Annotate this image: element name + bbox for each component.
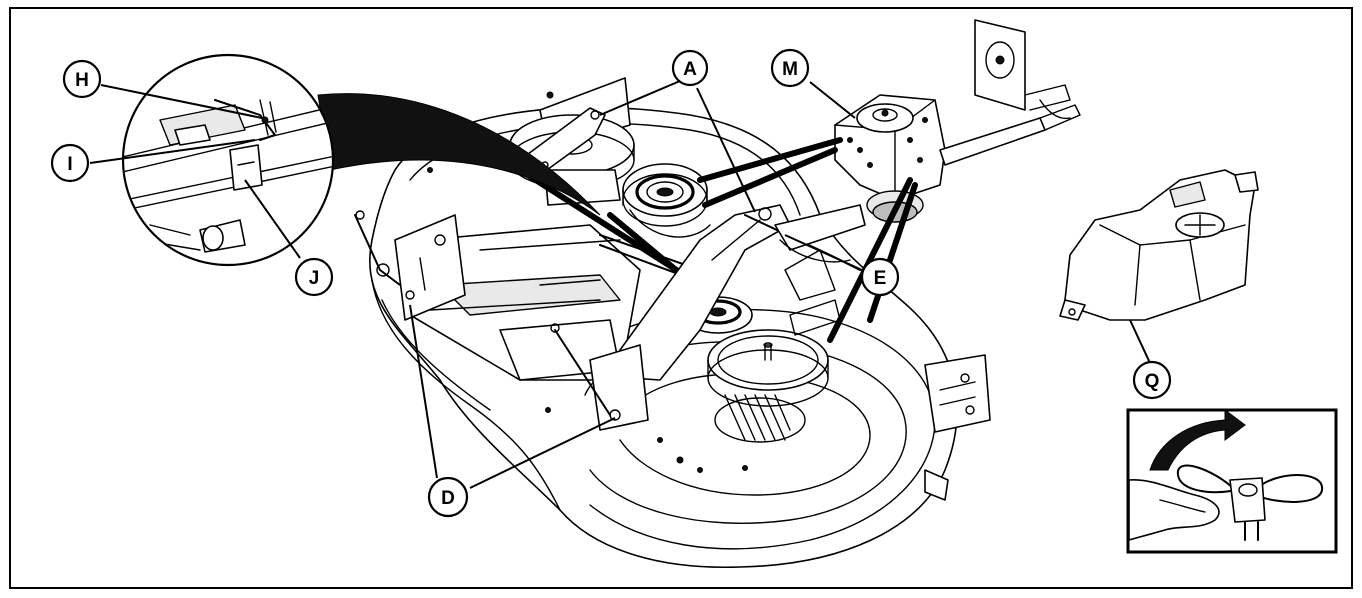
callout-label-e: E	[874, 268, 887, 289]
front-lift-arm	[550, 204, 791, 431]
hairpin-clip-inset	[1126, 408, 1338, 554]
callout-a: A	[671, 49, 709, 87]
left-lift-bracket	[354, 210, 466, 321]
belt-cover-part	[1059, 169, 1259, 321]
callout-label-j: J	[309, 268, 320, 289]
leader-lines	[89, 80, 1151, 489]
callout-d: D	[427, 476, 469, 518]
callout-h: H	[62, 59, 102, 99]
callout-label-a: A	[683, 59, 697, 80]
callout-j: J	[294, 257, 334, 297]
callout-e: E	[860, 257, 900, 297]
callout-label-m: M	[782, 59, 798, 80]
callout-label-q: Q	[1145, 371, 1160, 392]
rotate-arrow-icon	[1149, 411, 1246, 471]
callout-i: I	[50, 143, 90, 183]
pto-clutch-assembly	[834, 19, 1081, 223]
deck-center-channel	[409, 224, 701, 381]
right-spindle-pulley	[707, 329, 829, 443]
callout-label-d: D	[441, 488, 455, 509]
callout-m: M	[770, 48, 810, 88]
callout-label-i: I	[67, 154, 72, 175]
magnified-detail-view	[121, 53, 601, 267]
callout-q: Q	[1132, 360, 1172, 400]
diagram-frame	[9, 7, 1353, 589]
callout-label-h: H	[75, 70, 89, 91]
